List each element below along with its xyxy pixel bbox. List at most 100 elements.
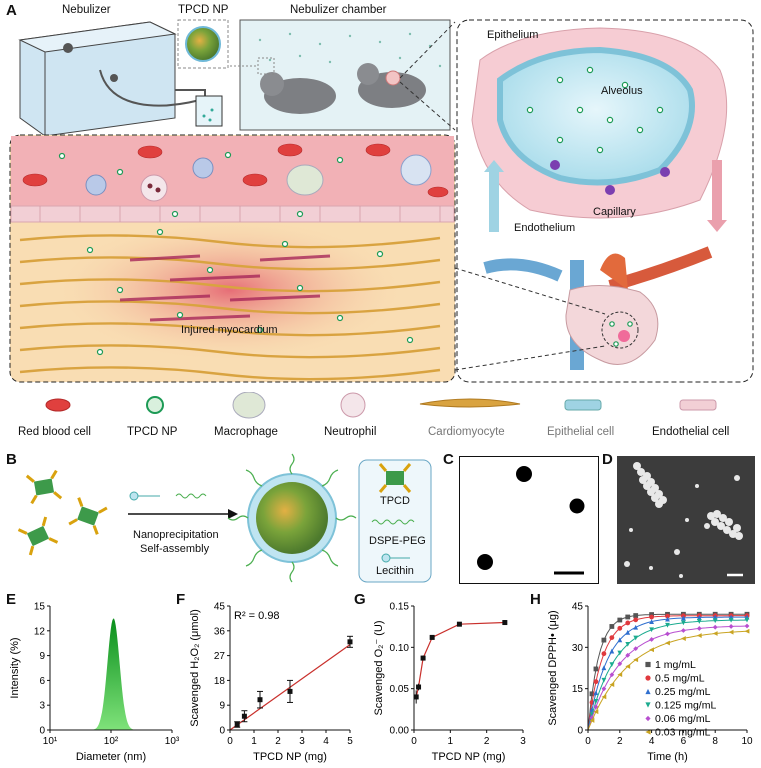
data-point bbox=[420, 655, 426, 661]
data-point bbox=[593, 699, 599, 704]
y-axis-label: Scavenged H₂O₂ (μmol) bbox=[189, 609, 201, 727]
data-point bbox=[728, 624, 734, 629]
data-point bbox=[728, 617, 734, 623]
data-point bbox=[665, 616, 670, 622]
y-axis-label: Scavenged DPPH• (μg) bbox=[547, 610, 559, 725]
data-point bbox=[609, 662, 615, 667]
data-point bbox=[633, 635, 639, 641]
data-point bbox=[633, 657, 639, 663]
x-tick-label: 2 bbox=[617, 736, 623, 747]
x-axis-label: Time (h) bbox=[647, 751, 688, 763]
legend-label: 0.125 mg/mL bbox=[655, 700, 716, 712]
data-point bbox=[416, 684, 422, 690]
alveolus-label: Alveolus bbox=[601, 85, 643, 97]
y-tick-label: 0.00 bbox=[390, 726, 410, 737]
data-point bbox=[649, 627, 654, 633]
panel-label-e: E bbox=[6, 591, 17, 608]
data-point bbox=[601, 686, 607, 692]
y-tick-label: 9 bbox=[39, 651, 45, 662]
x-tick-label: 0 bbox=[227, 736, 233, 747]
epithelium-label: Epithelium bbox=[487, 29, 539, 41]
legend-icons bbox=[45, 392, 717, 419]
data-point bbox=[625, 620, 631, 626]
y-tick-label: 15 bbox=[34, 602, 46, 613]
data-point bbox=[593, 679, 599, 685]
legend-marker bbox=[645, 675, 651, 681]
data-point bbox=[728, 629, 734, 635]
cardiomyocyte-icon bbox=[419, 398, 521, 408]
x-tick-label: 1 bbox=[251, 736, 257, 747]
data-point bbox=[665, 631, 670, 637]
endothelium-label: Endothelium bbox=[514, 222, 576, 234]
x-tick-label: 2 bbox=[275, 736, 281, 747]
data-point bbox=[681, 615, 686, 621]
legend-marker bbox=[645, 688, 651, 695]
y-tick-label: 18 bbox=[214, 676, 226, 687]
data-point bbox=[617, 625, 623, 631]
data-point bbox=[609, 672, 615, 678]
data-point bbox=[625, 664, 631, 669]
data-point bbox=[593, 690, 599, 696]
data-point bbox=[609, 624, 615, 629]
panel-label-b: B bbox=[6, 451, 17, 468]
data-point bbox=[744, 623, 750, 629]
data-point bbox=[609, 635, 615, 641]
data-point bbox=[681, 636, 686, 641]
legend-marker bbox=[645, 702, 651, 708]
data-point bbox=[601, 651, 607, 657]
data-point bbox=[593, 666, 599, 672]
data-point bbox=[696, 633, 702, 638]
key-lecithin-label: Lecithin bbox=[376, 565, 414, 577]
data-point bbox=[625, 652, 631, 658]
x-axis-label: TPCD NP (mg) bbox=[432, 751, 506, 763]
data-point bbox=[696, 626, 702, 631]
legend-marker bbox=[645, 661, 651, 668]
y-tick-label: 30 bbox=[572, 643, 584, 654]
x-tick-label: 10¹ bbox=[43, 736, 58, 747]
data-point bbox=[601, 677, 607, 683]
data-point bbox=[234, 721, 240, 727]
legend-marker bbox=[645, 715, 651, 722]
data-point bbox=[633, 624, 639, 630]
y-tick-label: 0.10 bbox=[390, 643, 410, 654]
data-point bbox=[456, 621, 462, 627]
key-tpcd-label: TPCD bbox=[380, 495, 410, 507]
chart-h-dpph: 1 mg/mL0.5 mg/mL0.25 mg/mL0.125 mg/mL0.0… bbox=[547, 602, 753, 764]
data-point bbox=[617, 650, 623, 656]
sem-image-d bbox=[617, 456, 755, 584]
data-point bbox=[589, 718, 595, 723]
data-point bbox=[413, 694, 419, 700]
y-tick-label: 0.15 bbox=[390, 602, 410, 613]
x-tick-label: 0 bbox=[585, 736, 591, 747]
data-point bbox=[241, 713, 247, 719]
tem-image-c bbox=[459, 456, 599, 584]
x-tick-label: 1 bbox=[448, 736, 454, 747]
data-point bbox=[601, 665, 607, 671]
legend-macrophage: Macrophage bbox=[214, 426, 278, 438]
legend-neutrophil: Neutrophil bbox=[324, 426, 377, 438]
step1-label: Nanoprecipitation bbox=[133, 529, 219, 541]
data-point bbox=[649, 614, 654, 620]
legend-marker bbox=[645, 729, 651, 735]
endothelial-cell-icon bbox=[679, 399, 717, 411]
legend-label: 1 mg/mL bbox=[655, 659, 696, 671]
data-point bbox=[744, 617, 750, 623]
legend-red-blood-cell: Red blood cell bbox=[18, 426, 91, 438]
x-tick-label: 4 bbox=[649, 736, 655, 747]
macrophage-icon bbox=[232, 392, 266, 419]
data-point bbox=[712, 618, 718, 624]
data-point bbox=[257, 697, 263, 703]
data-point bbox=[696, 615, 702, 620]
panel-label-c: C bbox=[443, 451, 454, 468]
r-squared-annotation: R² = 0.98 bbox=[234, 610, 280, 622]
y-axis-label: Intensity (%) bbox=[9, 637, 21, 698]
data-point bbox=[609, 682, 615, 688]
legend-tpcd-np: TPCD NP bbox=[127, 426, 178, 438]
y-tick-label: 0 bbox=[219, 726, 225, 737]
y-tick-label: 0 bbox=[39, 726, 45, 737]
y-tick-label: 0.05 bbox=[390, 684, 410, 695]
data-point bbox=[633, 646, 639, 652]
x-tick-label: 3 bbox=[520, 736, 526, 747]
